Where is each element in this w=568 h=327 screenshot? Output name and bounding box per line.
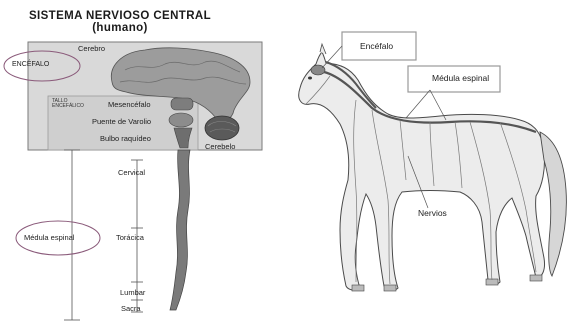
label-cerebelo: Cerebelo: [205, 142, 235, 151]
label-cerebro: Cerebro: [78, 44, 105, 53]
label-mesencefalo: Mesencéfalo: [108, 100, 151, 109]
midbrain-shape: [171, 98, 193, 110]
label-encefalo-left: ENCÉFALO: [12, 61, 49, 68]
horse-body-shape: [299, 52, 545, 290]
label-toracica: Torácica: [116, 233, 144, 242]
label-nervios: Nervios: [418, 208, 447, 218]
pons-shape: [169, 113, 193, 127]
spinal-cord-shape: [170, 150, 190, 310]
label-encefalo-right: Encéfalo: [360, 41, 393, 51]
cerebellum-shape: [205, 116, 239, 140]
label-medula-left: Médula espinal: [24, 233, 74, 242]
label-bulbo: Bulbo raquídeo: [100, 134, 151, 143]
label-cervical: Cervical: [118, 168, 145, 177]
label-medula-right: Médula espinal: [432, 73, 489, 83]
label-lumbar: Lumbar: [120, 288, 145, 297]
label-sacra: Sacra: [121, 304, 141, 313]
horse-tail-shape: [540, 132, 566, 276]
label-tallo-encefalico: ENCEFÁLICO: [52, 104, 84, 109]
label-puente: Puente de Varolio: [92, 117, 151, 126]
